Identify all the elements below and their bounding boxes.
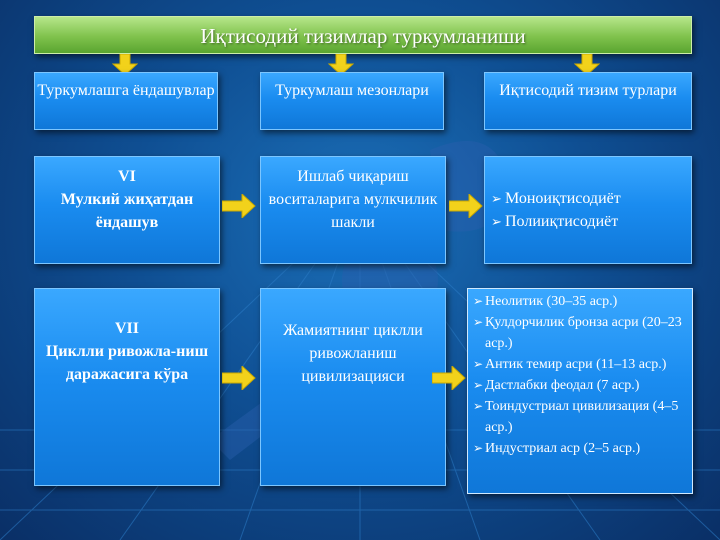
header-criteria: Туркумлаш мезонлари bbox=[260, 72, 444, 130]
list-item: ➢Дастлабки феодал (7 аср.) bbox=[473, 375, 687, 396]
bullet-arrow-icon: ➢ bbox=[473, 399, 484, 413]
list-item: ➢Антик темир асри (11–13 аср.) bbox=[473, 354, 687, 375]
diagram-title: Иқтисодий тизимлар туркумланиши bbox=[34, 16, 692, 54]
header-system-types: Иқтисодий тизим турлари bbox=[484, 72, 692, 130]
right-arrow-icon bbox=[222, 366, 256, 390]
list-item: ➢Неолитик (30–35 аср.) bbox=[473, 291, 687, 312]
bullet-arrow-icon: ➢ bbox=[473, 357, 484, 371]
down-arrow-icon bbox=[328, 54, 354, 76]
approach-label: Мулкий жиҳатдан ёндашув bbox=[60, 191, 194, 231]
list-item: ➢Тоиндустриал цивилизация (4–5 аср.) bbox=[473, 396, 687, 438]
list-item: ➢Моноиқтисодиёт bbox=[491, 187, 685, 210]
right-arrow-icon bbox=[432, 366, 466, 390]
right-arrow-icon bbox=[449, 194, 483, 218]
bullet-arrow-icon: ➢ bbox=[473, 315, 484, 329]
down-arrow-icon bbox=[112, 54, 138, 76]
header-approaches: Туркумлашга ёндашувлар bbox=[34, 72, 218, 130]
approach-number: VII bbox=[114, 320, 139, 337]
bullet-arrow-icon: ➢ bbox=[473, 378, 484, 392]
approach-cyclic-box: VII Циклли ривожла-ниш даражасига кўра bbox=[34, 288, 220, 486]
down-arrow-icon bbox=[574, 54, 600, 76]
bullet-arrow-icon: ➢ bbox=[473, 441, 484, 455]
bullet-arrow-icon: ➢ bbox=[473, 294, 484, 308]
criterion-civilization-box: Жамиятнинг циклли ривожланиш цивилизация… bbox=[260, 288, 446, 486]
approach-number: VI bbox=[118, 168, 136, 185]
bullet-arrow-icon: ➢ bbox=[491, 214, 502, 229]
criterion-ownership-box: Ишлаб чиқариш воситаларига мулкчилик шак… bbox=[260, 156, 446, 264]
approach-label: Циклли ривожла-ниш даражасига кўра bbox=[45, 343, 209, 383]
right-arrow-icon bbox=[222, 194, 256, 218]
list-item: ➢Индустриал аср (2–5 аср.) bbox=[473, 438, 687, 459]
list-item: ➢Полииқтисодиёт bbox=[491, 210, 685, 233]
list-item: ➢Қулдорчилик бронза асри (20–23 аср.) bbox=[473, 312, 687, 354]
types-economy-box: ➢Моноиқтисодиёт ➢Полииқтисодиёт bbox=[484, 156, 692, 264]
civilization-eras-list: ➢Неолитик (30–35 аср.) ➢Қулдорчилик брон… bbox=[467, 288, 693, 494]
approach-property-box: VI Мулкий жиҳатдан ёндашув bbox=[34, 156, 220, 264]
bullet-arrow-icon: ➢ bbox=[491, 191, 502, 206]
